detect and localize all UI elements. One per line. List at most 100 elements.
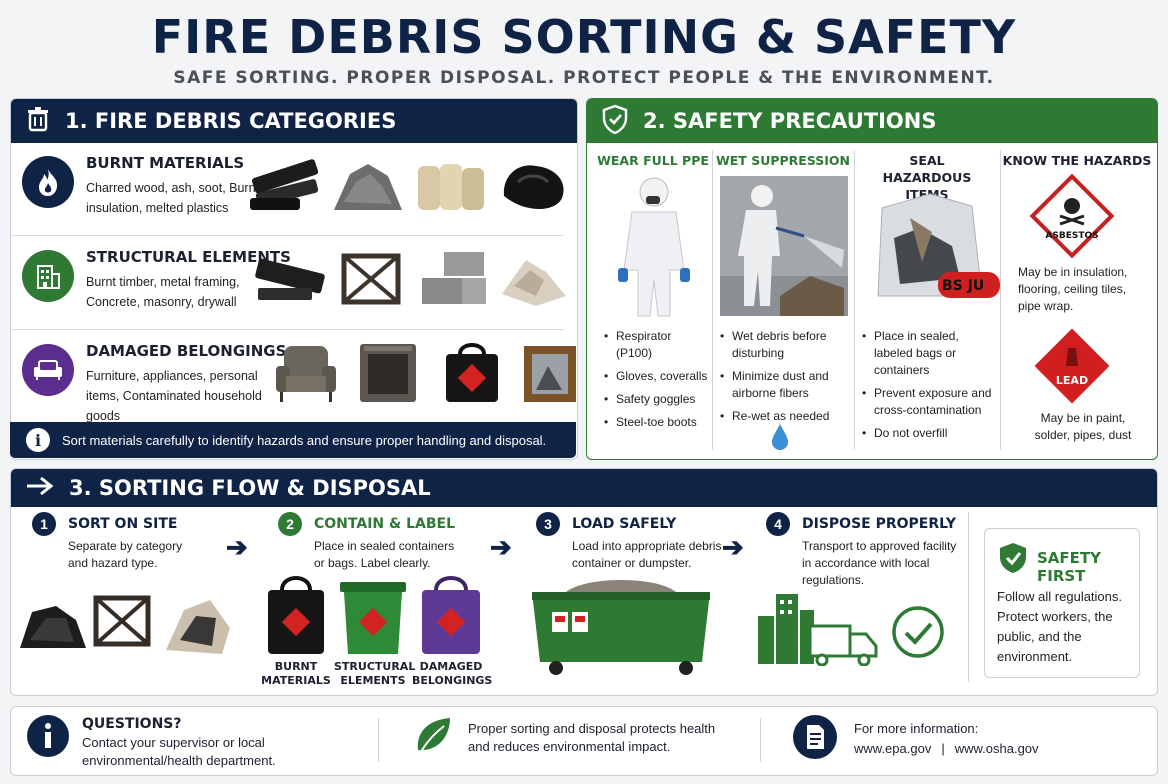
- asbestos-warning-icon: ASBESTOS: [1029, 173, 1115, 259]
- hazard-label: ASBESTOS: [1045, 231, 1098, 241]
- info-icon: [27, 715, 69, 757]
- hazard-bag-image: [446, 343, 498, 402]
- lead-warning-icon: LEAD: [1030, 324, 1114, 408]
- bullet-item: Wet debris before disturbing: [720, 328, 852, 362]
- safety-col-ppe: WEAR FULL PPE Respirator (P100) Gloves, …: [596, 146, 710, 456]
- divider: [712, 150, 713, 450]
- info-label: For more information:: [854, 721, 979, 736]
- ash-pile-image: [334, 164, 402, 210]
- document-icon: [793, 715, 837, 759]
- questions-text: Contact your supervisor or local environ…: [82, 735, 276, 768]
- flow-arrow-icon: ➔: [226, 532, 248, 562]
- bag-label: BURNT MATERIALS: [261, 660, 331, 687]
- flow-arrow-icon: ➔: [490, 532, 512, 562]
- col-title: WET SUPPRESSION: [715, 153, 851, 168]
- divider: [854, 150, 855, 450]
- metal-framing-image: [341, 253, 401, 305]
- dumpster-image: [532, 580, 710, 675]
- flow-heading: 3. SORTING FLOW & DISPOSAL: [69, 476, 431, 500]
- category-burnt-materials: BURNT MATERIALS Charred wood, ash, soot,…: [10, 140, 564, 236]
- info-icon: i: [26, 428, 50, 452]
- bullet-item: Safety goggles: [604, 391, 710, 408]
- fire-icon: [22, 156, 74, 208]
- divider: [1000, 150, 1001, 450]
- insulation-image: [418, 164, 484, 210]
- step-desc: Load into appropriate debris container o…: [572, 539, 722, 570]
- step-number: 4: [766, 512, 790, 536]
- step-number: 3: [536, 512, 560, 536]
- bag-label: STRUCTURAL ELEMENTS: [334, 660, 416, 687]
- flow-header: 3. SORTING FLOW & DISPOSAL: [11, 469, 1157, 507]
- city-truck-icon: [758, 594, 878, 666]
- trash-icon: [25, 106, 51, 137]
- page-subtitle: SAFE SORTING. PROPER DISPOSAL. PROTECT P…: [173, 68, 995, 88]
- bag-label: DAMAGED BELONGINGS: [412, 660, 493, 687]
- black-bag-image: [268, 576, 324, 654]
- eco-text: Proper sorting and disposal protects hea…: [468, 721, 716, 754]
- concrete-blocks-image: [422, 252, 486, 304]
- picture-frame-image: [524, 346, 576, 402]
- flow-arrow-icon: ➔: [722, 532, 744, 562]
- sealed-bag-image: BS JU: [877, 193, 1000, 298]
- safety-first-title: SAFETY FIRST: [1037, 549, 1101, 585]
- hazard-desc: May be in paint, solder, pipes, dust: [1034, 411, 1132, 442]
- category-damaged-belongings: DAMAGED BELONGINGS Furniture, appliances…: [10, 328, 576, 424]
- step-title: LOAD SAFELY: [572, 516, 677, 532]
- armchair-image: [276, 346, 336, 402]
- leaf-icon: [417, 718, 450, 759]
- category-desc: Burnt timber, metal framing, Concrete, m…: [86, 275, 240, 309]
- sofa-icon: [22, 344, 74, 396]
- categories-note-text: Sort materials carefully to identify haz…: [62, 432, 547, 448]
- bullet-item: Place in sealed, labeled bags or contain…: [862, 328, 996, 379]
- bullet-item: Gloves, coveralls: [604, 368, 710, 385]
- bullet-item: Prevent exposure and cross-contamination: [862, 385, 996, 419]
- step-title: DISPOSE PROPERLY: [802, 516, 957, 532]
- category-title: DAMAGED BELONGINGS: [86, 342, 287, 360]
- divider: [378, 718, 379, 762]
- safety-first-text: Follow all regulations. Protect workers,…: [997, 589, 1123, 664]
- divider: [968, 512, 969, 682]
- col-title: KNOW THE HAZARDS: [1002, 153, 1152, 168]
- burnt-timber-image: [255, 258, 325, 300]
- categories-note: i Sort materials carefully to identify h…: [10, 422, 576, 458]
- step-desc: Transport to approved facility in accord…: [802, 539, 957, 587]
- category-desc: Furniture, appliances, personal items, C…: [86, 369, 262, 423]
- shield-check-icon: [601, 104, 629, 139]
- bullet-item: Do not overfill: [862, 425, 996, 442]
- step-desc: Place in sealed containers or bags. Labe…: [314, 539, 455, 570]
- drywall-image: [502, 260, 566, 306]
- footer-bar: [10, 706, 1158, 776]
- ppe-worker-image: [618, 177, 690, 317]
- category-structural-elements: STRUCTURAL ELEMENTS Burnt timber, metal …: [10, 234, 566, 330]
- arrow-right-icon: [25, 475, 55, 502]
- water-drop-icon: [772, 424, 788, 450]
- safety-first-box: SAFETY FIRST Follow all regulations. Pro…: [984, 528, 1140, 678]
- wet-suppression-image: [720, 176, 848, 316]
- green-bin-image: [340, 582, 406, 654]
- bullet-item: Steel-toe boots: [604, 414, 710, 431]
- categories-heading: 1. FIRE DEBRIS CATEGORIES: [65, 109, 397, 133]
- tape-text: BS JU: [942, 278, 984, 294]
- bullet-item: Re-wet as needed: [720, 408, 852, 425]
- step-title: CONTAIN & LABEL: [314, 516, 455, 532]
- questions-title: QUESTIONS?: [82, 716, 182, 732]
- hazard-label: LEAD: [1056, 374, 1088, 387]
- link-separator: |: [941, 741, 945, 756]
- step-number: 1: [32, 512, 56, 536]
- charred-wood-image: [250, 159, 319, 210]
- epa-link[interactable]: www.epa.gov: [854, 741, 932, 756]
- step-number: 2: [278, 512, 302, 536]
- safety-col-hazards: KNOW THE HAZARDS ASBESTOS May be in insu…: [1002, 146, 1152, 456]
- category-title: BURNT MATERIALS: [86, 154, 245, 172]
- checkmark-circle-icon: [892, 606, 944, 658]
- category-desc: Charred wood, ash, soot, Burnt insulatio…: [86, 181, 260, 215]
- safety-col-seal: SEAL HAZARDOUS ITEMS BS JU Place in seal…: [856, 146, 1000, 456]
- category-title: STRUCTURAL ELEMENTS: [86, 248, 291, 266]
- debris-piles-image: [20, 595, 230, 654]
- categories-header: 1. FIRE DEBRIS CATEGORIES: [11, 99, 577, 143]
- bullet-item: Respirator (P100): [604, 328, 710, 362]
- safety-heading: 2. SAFETY PRECAUTIONS: [643, 109, 937, 133]
- col-title: WEAR FULL PPE: [597, 153, 709, 168]
- appliance-image: [360, 344, 416, 402]
- osha-link[interactable]: www.osha.gov: [954, 741, 1039, 756]
